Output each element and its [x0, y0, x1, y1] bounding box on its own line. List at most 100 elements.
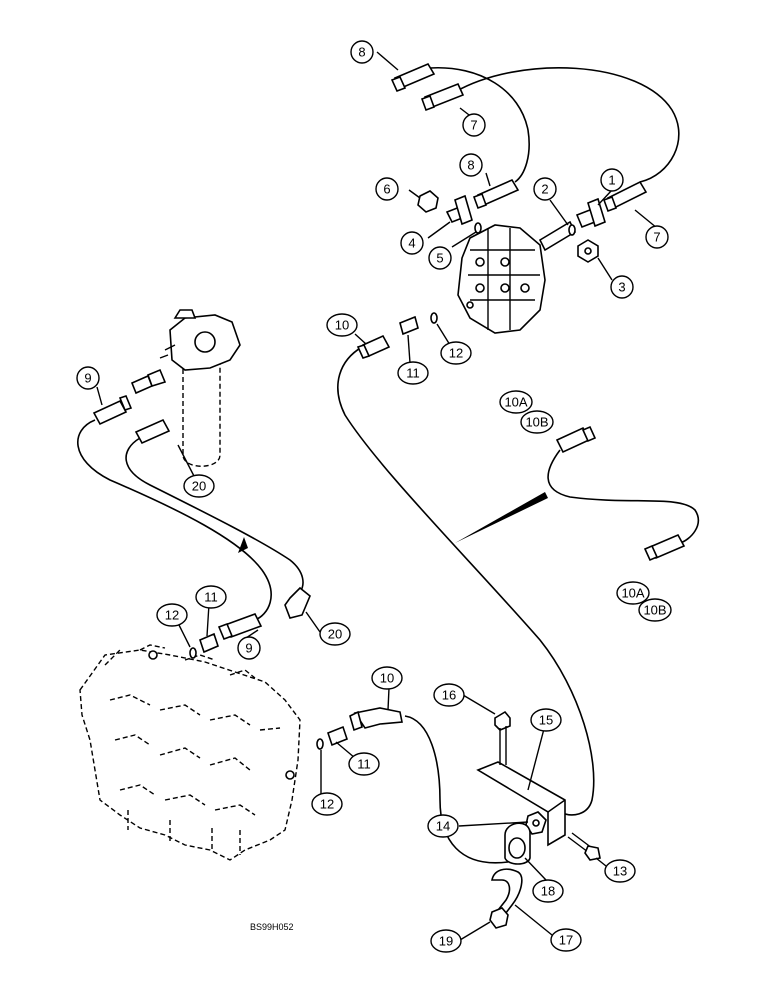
- svg-text:20: 20: [328, 627, 342, 642]
- callout-9-lower: 9: [237, 636, 261, 660]
- svg-text:8: 8: [358, 45, 365, 60]
- fitting-10-lower: [349, 707, 403, 732]
- callout-4: 4: [400, 231, 424, 255]
- svg-text:16: 16: [442, 688, 456, 703]
- svg-text:15: 15: [539, 713, 553, 728]
- svg-text:10A: 10A: [504, 395, 527, 410]
- callout-8-top: 8: [350, 40, 374, 64]
- fittings: [92, 62, 686, 750]
- svg-text:7: 7: [470, 118, 477, 133]
- callout-10b-upper: 10B: [520, 410, 554, 434]
- adapter-11-lower: [327, 725, 348, 747]
- loader-valve: [79, 644, 301, 861]
- fitting-10-upper: [356, 334, 391, 359]
- adapter-11-upper: [399, 315, 419, 336]
- oring-12-lower: [316, 738, 324, 750]
- hose-10a-10b: [547, 449, 700, 544]
- svg-text:20: 20: [192, 479, 206, 494]
- oring-12-upper: [430, 312, 438, 324]
- callout-20-upper: 20: [183, 474, 215, 498]
- hose-8: [429, 67, 530, 183]
- nut-3: [577, 239, 599, 263]
- svg-text:1: 1: [608, 173, 615, 188]
- svg-text:11: 11: [204, 590, 218, 605]
- svg-text:12: 12: [449, 346, 463, 361]
- bolt-13: [567, 832, 601, 861]
- svg-text:19: 19: [439, 934, 453, 949]
- callout-12-left: 12: [156, 603, 188, 627]
- svg-text:7: 7: [653, 230, 660, 245]
- filter-assembly: [159, 309, 241, 467]
- svg-text:10B: 10B: [643, 603, 666, 618]
- callout-10a-upper: 10A: [499, 390, 533, 414]
- callout-20-lower: 20: [319, 622, 351, 646]
- callout-11-left: 11: [195, 585, 227, 609]
- callout-labels: 8 7 8 6 4 5 2 1 7 3 10 11 12 9 20 10A 10…: [76, 40, 672, 953]
- tee-1: [575, 197, 606, 229]
- hoses: [77, 67, 700, 864]
- callout-7-right: 7: [645, 225, 669, 249]
- callout-11-upper: 11: [397, 361, 429, 385]
- callout-18: 18: [532, 879, 564, 903]
- svg-text:6: 6: [383, 182, 390, 197]
- clamp-17: [491, 868, 523, 920]
- oring-12-left: [189, 647, 197, 659]
- svg-text:11: 11: [357, 757, 371, 772]
- fitting-7-top: [420, 82, 465, 112]
- svg-text:12: 12: [165, 608, 179, 623]
- fitting-20-upper: [134, 418, 171, 445]
- callout-2: 2: [533, 177, 557, 201]
- hose-arrow: [238, 537, 248, 553]
- svg-text:11: 11: [406, 366, 420, 381]
- nut-6: [417, 190, 439, 213]
- fitting-9-upper: [92, 395, 133, 426]
- fitting-8-top: [390, 62, 436, 93]
- svg-text:5: 5: [436, 251, 443, 266]
- callout-9-upper: 9: [76, 366, 100, 390]
- reference-wedge: [455, 492, 548, 543]
- nut-19: [489, 907, 509, 929]
- svg-text:10: 10: [380, 671, 394, 686]
- svg-text:18: 18: [541, 884, 555, 899]
- fitting-20-elbow: [284, 586, 311, 619]
- callout-12-lower: 12: [311, 792, 343, 816]
- adapter-11-left: [199, 632, 219, 654]
- callout-17: 17: [550, 928, 582, 952]
- callout-19: 19: [430, 929, 462, 953]
- clamp-18: [504, 822, 531, 865]
- filter-fitting: [130, 368, 167, 395]
- tee-4: [445, 194, 473, 226]
- svg-text:9: 9: [245, 641, 252, 656]
- bolt-16: [494, 710, 511, 765]
- bracket-assembly: [476, 710, 601, 929]
- oring-5: [474, 222, 482, 234]
- callout-6: 6: [375, 177, 399, 201]
- callout-16: 16: [433, 683, 465, 707]
- callout-12-upper: 12: [440, 341, 472, 365]
- svg-text:10A: 10A: [621, 586, 644, 601]
- fitting-8-mid: [472, 178, 520, 210]
- svg-text:9: 9: [84, 371, 91, 386]
- callout-7-top: 7: [462, 113, 486, 137]
- hose-9: [77, 419, 272, 621]
- fitting-10a-lower: [643, 533, 686, 562]
- callout-5: 5: [428, 246, 452, 270]
- callout-14: 14: [427, 814, 459, 838]
- hose-10-lower: [404, 715, 509, 864]
- callout-8-mid: 8: [459, 153, 483, 177]
- callout-10b-lower: 10B: [638, 598, 672, 622]
- svg-text:14: 14: [436, 819, 450, 834]
- svg-text:10B: 10B: [525, 415, 548, 430]
- svg-text:4: 4: [408, 236, 415, 251]
- svg-text:12: 12: [320, 797, 334, 812]
- callout-3: 3: [610, 275, 634, 299]
- drawing-code: BS99H052: [250, 922, 294, 932]
- hose-20: [125, 437, 304, 593]
- fitting-9-lower: [217, 613, 263, 641]
- svg-text:13: 13: [613, 864, 627, 879]
- oring-2: [568, 224, 576, 236]
- fitting-7-right: [602, 180, 648, 213]
- svg-text:17: 17: [559, 933, 573, 948]
- callout-13: 13: [604, 859, 636, 883]
